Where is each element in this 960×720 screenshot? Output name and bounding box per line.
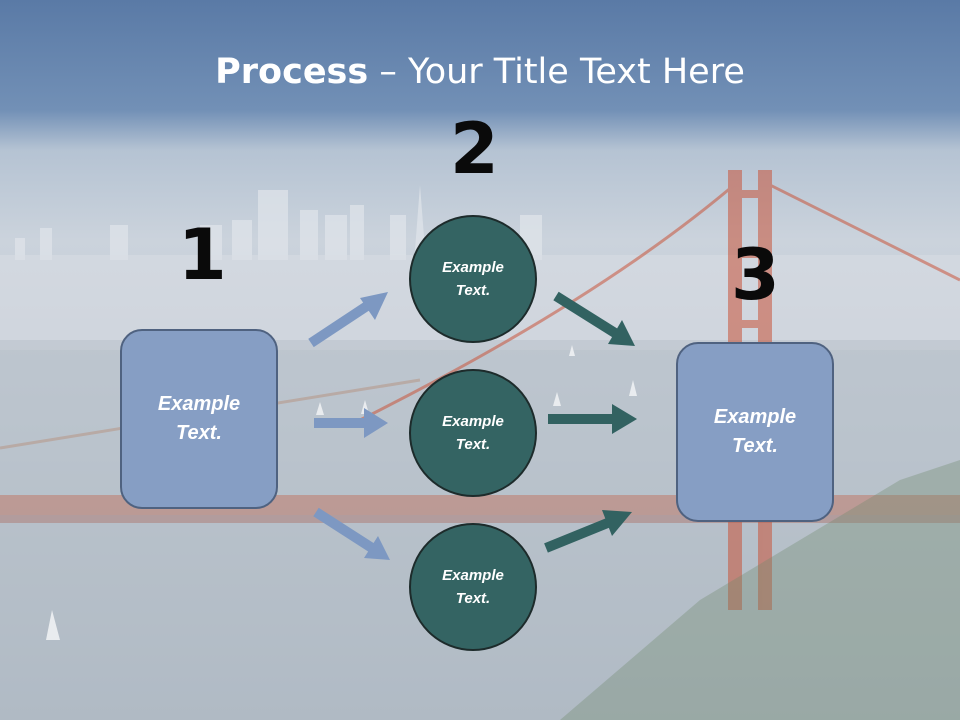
arrow-box1-to-circle-bottom — [313, 507, 390, 560]
process-circle-top[interactable]: Example Text. — [409, 215, 537, 343]
arrow-box1-to-circle-top — [308, 292, 388, 348]
hillside — [560, 460, 960, 720]
arrow-circle-middle-to-box3 — [548, 404, 637, 434]
step-number-2: 2 — [450, 108, 499, 190]
box-left-label: Example Text. — [157, 393, 241, 444]
circle-middle-label: Example Text. — [442, 413, 504, 453]
box-right-label: Example Text. — [713, 406, 797, 457]
slide-title: Process – Your Title Text Here — [0, 52, 960, 92]
circle-top-label: Example Text. — [442, 259, 504, 299]
title-bold: Process — [215, 52, 369, 92]
arrow-box1-to-circle-middle — [314, 408, 388, 438]
process-circle-middle[interactable]: Example Text. — [409, 369, 537, 497]
arrow-circle-bottom-to-box3 — [544, 510, 632, 553]
process-box-left[interactable]: Example Text. — [120, 329, 278, 509]
arrow-circle-top-to-box3 — [553, 291, 635, 346]
city-skyline — [15, 185, 542, 260]
process-box-right[interactable]: Example Text. — [676, 342, 834, 522]
step-number-3: 3 — [731, 234, 780, 316]
process-circle-bottom[interactable]: Example Text. — [409, 523, 537, 651]
step-number-1: 1 — [178, 214, 227, 296]
circle-bottom-label: Example Text. — [442, 567, 504, 607]
title-rest: – Your Title Text Here — [368, 52, 745, 92]
